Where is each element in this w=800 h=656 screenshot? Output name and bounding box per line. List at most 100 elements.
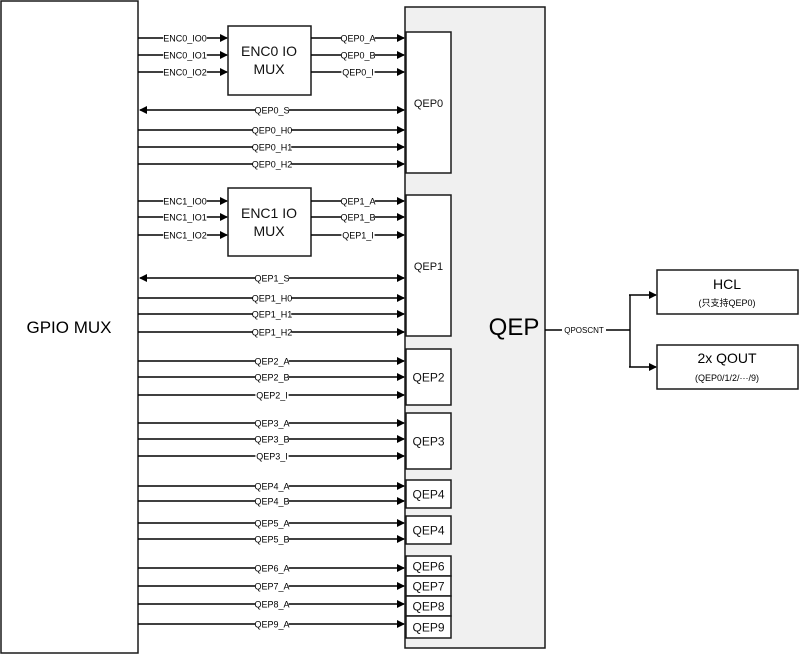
hcl-title: HCL [713, 276, 741, 292]
qep-unit-label: QEP1 [414, 261, 443, 273]
qep-label: QEP [489, 314, 540, 341]
qout-subtitle: (QEP0/1/2/···/9) [695, 373, 759, 383]
qep-unit-4: QEP4 [405, 479, 452, 509]
qep-unit-5: QEP4 [405, 515, 452, 545]
enc1-output-wire: QEP1_I [311, 230, 405, 241]
enc0-input-wire: ENC0_IO0 [138, 33, 228, 44]
signal-label: ENC0_IO1 [163, 51, 207, 61]
enc0-mux-label-line2: MUX [253, 61, 285, 77]
signal-label: QEP1_H0 [252, 294, 293, 304]
qep-unit-1: QEP1 [405, 194, 452, 337]
qep-unit-8: QEP8 [405, 595, 452, 617]
signal-label: QEP0_H2 [252, 160, 293, 170]
signal-label: QEP0_B [340, 51, 375, 61]
qep5-signal-wire: QEP5_A [138, 518, 405, 529]
signal-label: QEP1_B [340, 213, 375, 223]
signal-label: QEP5_A [254, 519, 289, 529]
signal-label: QEP1_H2 [252, 328, 293, 338]
qep9-signal-wire: QEP9_A [138, 619, 405, 630]
gpio-mux-block: GPIO MUX [0, 0, 139, 654]
qep2-signal-wire: QEP2_A [138, 356, 405, 367]
qep8-signal-wire: QEP8_A [138, 599, 405, 610]
enc0-input-wire: ENC0_IO1 [138, 50, 228, 61]
qep6-signal-wire: QEP6_A [138, 563, 405, 574]
qep-unit-label: QEP4 [412, 488, 444, 502]
qposcnt-label: QPOSCNT [564, 326, 604, 335]
signal-label: ENC0_IO0 [163, 34, 207, 44]
qep1-signal-wire: QEP1_H2 [138, 327, 405, 338]
qep0-signal-wire: QEP0_H2 [138, 159, 405, 170]
signal-label: QEP4_B [254, 497, 289, 507]
signal-label: QEP1_A [340, 197, 375, 207]
qout-title: 2x QOUT [697, 350, 757, 366]
enc0-io-mux: ENC0 IO MUX [227, 25, 312, 96]
qep4-signal-wire: QEP4_B [138, 496, 405, 507]
qep0-signal-wire: QEP0_S [139, 105, 405, 116]
signal-label: QEP5_B [254, 535, 289, 545]
enc0-input-wire: ENC0_IO2 [138, 67, 228, 78]
enc1-input-wire: ENC1_IO2 [138, 230, 228, 241]
qep3-signal-wire: QEP3_A [138, 418, 405, 429]
qep0-signal-wire: QEP0_H0 [138, 125, 405, 136]
signal-label: QEP0_I [342, 68, 374, 78]
signal-label: ENC1_IO1 [163, 213, 207, 223]
signal-label: QEP2_B [254, 373, 289, 383]
qep-unit-label: QEP6 [412, 560, 444, 574]
qep-unit-label: QEP0 [414, 98, 443, 110]
qep4-signal-wire: QEP4_A [138, 481, 405, 492]
signal-label: ENC0_IO2 [163, 68, 207, 78]
enc0-output-wire: QEP0_A [311, 33, 405, 44]
signal-label: QEP8_A [254, 600, 289, 610]
signal-label: QEP0_H1 [252, 143, 293, 153]
enc0-mux-label-line1: ENC0 IO [241, 43, 297, 59]
signal-label: QEP1_I [342, 231, 374, 241]
qep-unit-7: QEP7 [405, 575, 452, 597]
signal-label: QEP0_S [254, 106, 289, 116]
qep-unit-0: QEP0 [405, 31, 452, 174]
hcl-block: HCL (只支持QEP0) [656, 269, 799, 315]
enc1-mux-label-line2: MUX [253, 223, 285, 239]
enc1-mux-label-line1: ENC1 IO [241, 205, 297, 221]
qep-unit-2: QEP2 [405, 348, 452, 406]
signal-label: QEP0_A [340, 34, 375, 44]
enc1-output-wire: QEP1_A [311, 196, 405, 207]
signal-label: QEP4_A [254, 482, 289, 492]
signal-label: ENC1_IO2 [163, 231, 207, 241]
qep3-signal-wire: QEP3_B [138, 434, 405, 445]
signal-label: QEP9_A [254, 620, 289, 630]
qep-unit-label: QEP8 [412, 600, 444, 614]
signal-label: QEP0_H0 [252, 126, 293, 136]
qep-unit-9: QEP9 [405, 615, 452, 639]
qep-unit-3: QEP3 [405, 412, 452, 470]
qep2-signal-wire: QEP2_B [138, 372, 405, 383]
signal-label: QEP2_A [254, 357, 289, 367]
qep1-signal-wire: QEP1_H0 [138, 293, 405, 304]
enc1-input-wire: ENC1_IO0 [138, 196, 228, 207]
qep-unit-label: QEP7 [412, 580, 444, 594]
signal-label: QEP3_B [254, 435, 289, 445]
qep-unit-6: QEP6 [405, 555, 452, 577]
enc1-output-wire: QEP1_B [311, 212, 405, 223]
enc1-io-mux: ENC1 IO MUX [227, 187, 312, 257]
gpio-mux-label: GPIO MUX [26, 318, 111, 337]
signal-label: QEP7_A [254, 582, 289, 592]
enc0-output-wire: QEP0_I [311, 67, 405, 78]
qep3-signal-wire: QEP3_I [138, 451, 405, 462]
qep1-signal-wire: QEP1_S [139, 273, 405, 284]
qep7-signal-wire: QEP7_A [138, 581, 405, 592]
qposcnt-connection: QPOSCNT [545, 291, 657, 371]
signal-label: QEP1_S [254, 274, 289, 284]
qep-unit-label: QEP4 [412, 524, 444, 538]
qep-unit-label: QEP9 [412, 621, 444, 635]
enc0-output-wire: QEP0_B [311, 50, 405, 61]
signal-label: QEP6_A [254, 564, 289, 574]
signal-label: ENC1_IO0 [163, 197, 207, 207]
signal-label: QEP3_A [254, 419, 289, 429]
qep0-signal-wire: QEP0_H1 [138, 142, 405, 153]
qep5-signal-wire: QEP5_B [138, 534, 405, 545]
signal-label: QEP1_H1 [252, 310, 293, 320]
hcl-subtitle: (只支持QEP0) [698, 297, 755, 308]
enc1-input-wire: ENC1_IO1 [138, 212, 228, 223]
signal-label: QEP2_I [256, 391, 288, 401]
qep1-signal-wire: QEP1_H1 [138, 309, 405, 320]
